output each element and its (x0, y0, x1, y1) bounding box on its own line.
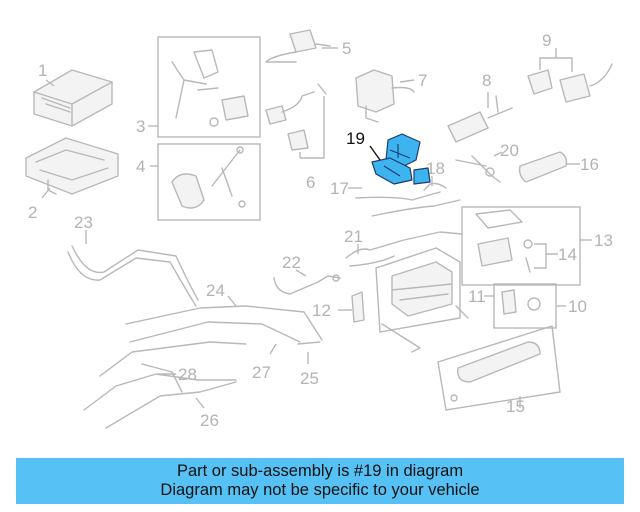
part-5-switch (265, 29, 338, 63)
callout-1: 1 (38, 61, 47, 80)
callout-11: 11 (468, 287, 486, 306)
callout-8: 8 (482, 71, 491, 90)
part-9-sensor (527, 48, 613, 103)
callout-2: 2 (28, 203, 37, 222)
callout-21: 21 (344, 227, 363, 246)
part-3-sensor-assembly (171, 49, 249, 127)
callout-26: 26 (200, 411, 219, 430)
part-19-highlighted[interactable] (371, 133, 431, 185)
callout-6: 6 (306, 173, 315, 192)
callout-19: 19 (346, 129, 365, 148)
box-15 (437, 325, 561, 411)
box-3 (157, 36, 261, 138)
callout-7: 7 (418, 71, 427, 90)
part-15-air-tank (450, 341, 541, 408)
callout-23: 23 (74, 213, 93, 232)
callout-16: 16 (580, 155, 599, 174)
callout-4: 4 (136, 157, 145, 176)
callout-25: 25 (300, 369, 319, 388)
callout-12: 12 (312, 301, 331, 320)
box-13 (461, 206, 581, 286)
part-12-bracket (338, 291, 365, 323)
part-compressor (381, 261, 469, 353)
callout-22: 22 (282, 253, 301, 272)
part-23-air-lines (67, 230, 199, 307)
part-20-fitting (455, 151, 503, 183)
info-banner: Part or sub-assembly is #19 in diagram D… (16, 458, 624, 504)
callout-18: 18 (426, 159, 445, 178)
callout-10: 10 (568, 297, 587, 316)
part-1-control-module (33, 69, 113, 127)
part-24-27-lines (83, 295, 323, 411)
part-11-isolator (501, 289, 541, 315)
callout-5: 5 (342, 39, 351, 58)
banner-line-1: Part or sub-assembly is #19 in diagram (176, 462, 464, 480)
box-compressor (375, 247, 461, 333)
part-2-bracket (25, 137, 119, 199)
part-13-valve-block (475, 209, 558, 273)
callout-17: 17 (330, 179, 349, 198)
banner-line-2: Diagram may not be specific to your vehi… (160, 481, 480, 499)
part-4-sensor-link (171, 146, 246, 209)
callout-3: 3 (136, 117, 145, 136)
part-7-relay (355, 69, 415, 123)
lead-19 (369, 145, 381, 161)
part-16-filter (518, 151, 580, 183)
box-4 (157, 143, 261, 221)
callout-15: 15 (506, 397, 525, 416)
callout-13: 13 (594, 231, 613, 250)
part-25-fitting (297, 341, 321, 364)
part-17-18-air-lines (348, 176, 461, 217)
callout-14: 14 (558, 245, 577, 264)
part-6-harness-sensor (265, 83, 327, 159)
part-21-line (345, 231, 463, 267)
callout-24: 24 (206, 281, 225, 300)
part-8-connector (447, 92, 513, 143)
callout-20: 20 (500, 141, 519, 160)
callout-9: 9 (542, 31, 551, 50)
part-22-sensor-wire (273, 269, 341, 295)
callout-27: 27 (252, 363, 271, 382)
callout-28: 28 (178, 365, 197, 384)
part-26-28-lines (105, 363, 237, 429)
